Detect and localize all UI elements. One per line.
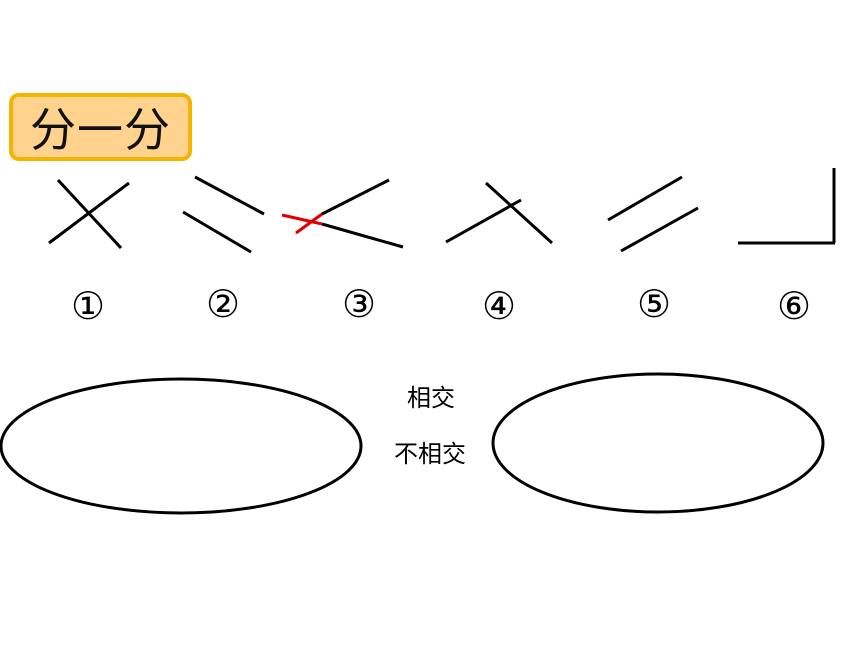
figure-2-line-a [194,175,265,216]
figure-2 [182,175,265,254]
figure-1 [48,178,130,250]
figure-3-line-a [321,178,390,216]
figure-3-line-b [321,222,404,249]
figure-4 [445,181,554,245]
figure-3-extension-b [281,213,323,226]
figure-6-number: ⑥ [776,284,812,328]
figure-6 [738,168,836,245]
figure-4-line-b [445,198,522,244]
figure-5-line-b [620,206,699,253]
sorting-ellipse-left [0,377,363,515]
sorting-ellipse-right [491,372,825,514]
title-badge: 分一分 [9,93,192,161]
figure-3 [281,178,404,249]
figure-1-number: ① [70,284,106,328]
figure-1-line-b [48,181,130,245]
figure-5 [607,175,699,253]
figure-4-number: ④ [481,284,517,328]
figure-3-extension-a [295,212,323,235]
category-intersect: 相交 [407,384,455,412]
figure-4-line-a [484,181,554,245]
figure-5-line-a [607,175,683,222]
category-not-intersect: 不相交 [394,440,466,468]
figure-3-number: ③ [341,282,377,326]
figure-2-line-b [182,210,252,254]
figure-2-number: ② [205,282,241,326]
figure-5-number: ⑤ [636,282,672,326]
